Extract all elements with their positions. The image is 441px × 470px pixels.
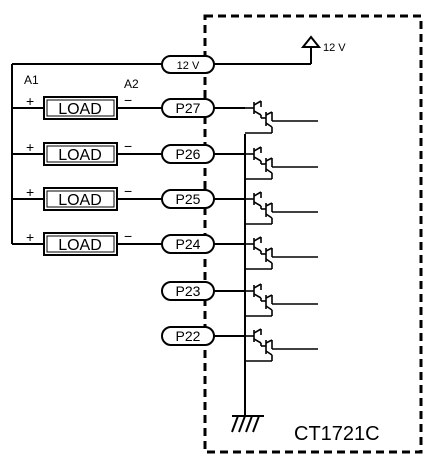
pin-12v: 12 V — [161, 55, 215, 74]
load-row: LOAD + − P24 — [12, 228, 245, 256]
pin-pill — [161, 281, 215, 301]
load-label: LOAD — [58, 192, 102, 209]
transistor-stage — [245, 283, 318, 317]
pin-label: P24 — [176, 236, 201, 252]
load-row: LOAD + − P27 — [12, 92, 245, 120]
pin-label: P27 — [176, 100, 201, 116]
transistor-array — [245, 100, 318, 362]
unused-pin: P22 — [161, 326, 245, 346]
load-box — [43, 232, 118, 256]
terminal-a2-label: A2 — [124, 77, 139, 91]
transistor-stage — [245, 100, 318, 134]
unused-pin: P23 — [161, 281, 245, 301]
transistor-stage — [245, 328, 318, 362]
pin-pill — [161, 98, 215, 118]
minus-terminal-label: − — [124, 183, 132, 199]
pin-pill — [161, 144, 215, 164]
terminal-a1-label: A1 — [24, 73, 39, 87]
load-label: LOAD — [58, 101, 102, 118]
ground-icon — [231, 134, 264, 433]
plus-terminal-label: + — [26, 93, 34, 109]
minus-terminal-label: − — [124, 92, 132, 108]
plus-terminal-label: + — [26, 139, 34, 155]
pin-label: P22 — [176, 328, 201, 344]
load-box — [43, 187, 118, 211]
transistor-stage — [245, 146, 318, 180]
module-boundary — [203, 14, 423, 454]
load-label: LOAD — [58, 147, 102, 164]
pin-pill — [161, 189, 215, 209]
minus-terminal-label: − — [124, 138, 132, 154]
plus-terminal-label: + — [26, 229, 34, 245]
supply-symbol-label: 12 V — [323, 42, 346, 54]
pin-pill — [161, 234, 215, 254]
load-row: LOAD + − P26 — [12, 138, 245, 166]
pin-12v-label: 12 V — [177, 60, 200, 72]
load-row: LOAD + − P25 — [12, 183, 245, 211]
minus-terminal-label: − — [124, 228, 132, 244]
load-box — [43, 142, 118, 166]
pin-label: P23 — [176, 283, 201, 299]
load-label: LOAD — [58, 237, 102, 254]
supply-12v-symbol — [300, 35, 322, 64]
transistor-stage — [245, 236, 318, 270]
pin-pill — [161, 326, 215, 346]
transistor-stage — [245, 191, 318, 225]
load-box — [43, 96, 118, 120]
pin-label: P25 — [176, 191, 201, 207]
plus-terminal-label: + — [26, 184, 34, 200]
pin-label: P26 — [176, 146, 201, 162]
module-name: CT1721C — [294, 423, 380, 445]
